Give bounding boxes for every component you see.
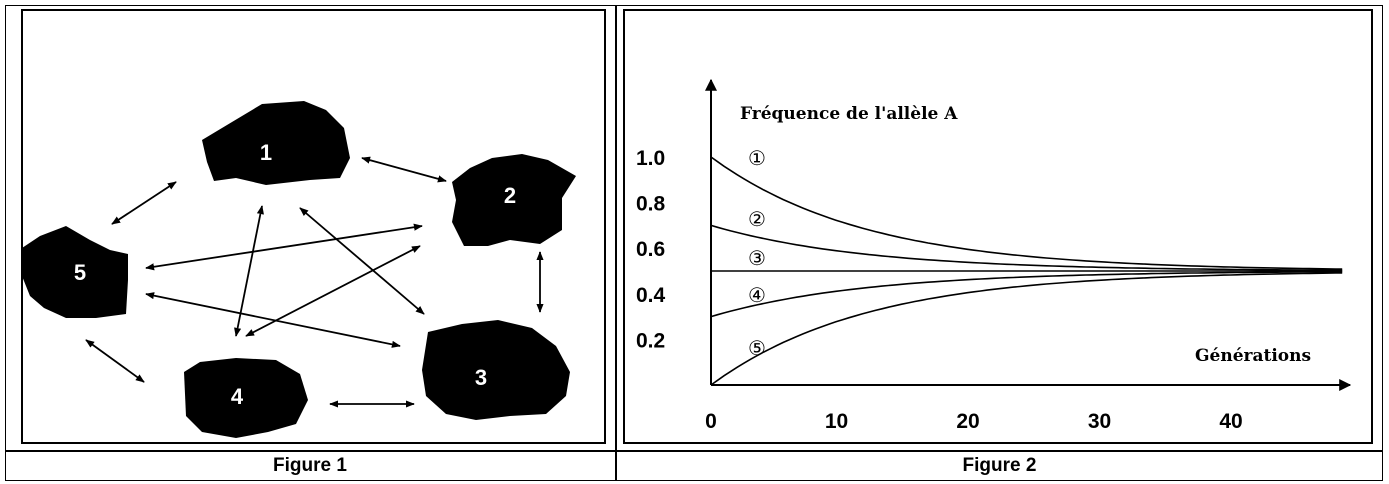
frequency-curve-5 [710, 272, 1343, 386]
population-label-3: 3 [475, 365, 487, 390]
population-label-5: 5 [74, 260, 86, 285]
curve-labels: ① ② ③ ④ ⑤ [748, 146, 766, 360]
x-axis-label: Générations [1195, 346, 1311, 366]
frequency-curve-1 [710, 156, 1343, 270]
figure2-axes [705, 78, 1352, 391]
curve-label-3: ③ [748, 246, 766, 270]
curve-label-2: ② [748, 207, 766, 231]
figure1-caption: Figure 1 [273, 455, 347, 476]
population-blob-5 [22, 226, 128, 318]
population-blob-2 [452, 154, 576, 246]
migration-arrow-2-5 [145, 223, 423, 271]
frequency-curve-4 [710, 271, 1343, 318]
figure-table-frame [5, 5, 1383, 481]
frequency-curves [710, 156, 1343, 386]
x-tick-label: 30 [1088, 410, 1111, 433]
migration-arrow-2-4 [245, 245, 421, 337]
y-axis-label: Fréquence de l'allèle A [740, 104, 958, 124]
table-column-divider [615, 5, 617, 481]
population-blob-4 [184, 358, 308, 438]
frequency-curve-2 [710, 224, 1343, 271]
population-label-1: 1 [260, 140, 272, 165]
y-tick-label: 0.2 [636, 329, 665, 352]
y-tick-labels: 1.0 0.8 0.6 0.4 0.2 [636, 147, 666, 352]
migration-arrow-4-5 [85, 339, 145, 383]
curve-label-5: ⑤ [748, 336, 766, 360]
population-blob-3 [422, 320, 570, 420]
population-blob-1 [202, 101, 350, 185]
y-tick-label: 1.0 [636, 147, 665, 170]
y-tick-label: 0.8 [636, 193, 666, 216]
population-label-4: 4 [231, 384, 244, 409]
curve-label-4: ④ [748, 283, 766, 307]
migration-arrow-1-2 [361, 156, 447, 183]
y-tick-label: 0.4 [636, 284, 666, 307]
x-tick-labels: 0 10 20 30 40 [705, 410, 1243, 433]
x-tick-label: 40 [1219, 410, 1242, 433]
table-caption-divider [5, 450, 1383, 452]
y-tick-label: 0.6 [636, 238, 665, 261]
x-tick-label: 20 [956, 410, 979, 433]
migration-arrows [85, 156, 544, 408]
figure2-panel [623, 9, 1373, 444]
curve-label-1: ① [748, 146, 766, 170]
figure2-caption: Figure 2 [962, 455, 1037, 476]
migration-arrow-3-5 [145, 292, 401, 348]
population-label-2: 2 [504, 183, 516, 208]
x-tick-label: 0 [705, 410, 717, 433]
migration-arrow-1-5 [111, 181, 177, 225]
x-tick-label: 10 [825, 410, 848, 433]
